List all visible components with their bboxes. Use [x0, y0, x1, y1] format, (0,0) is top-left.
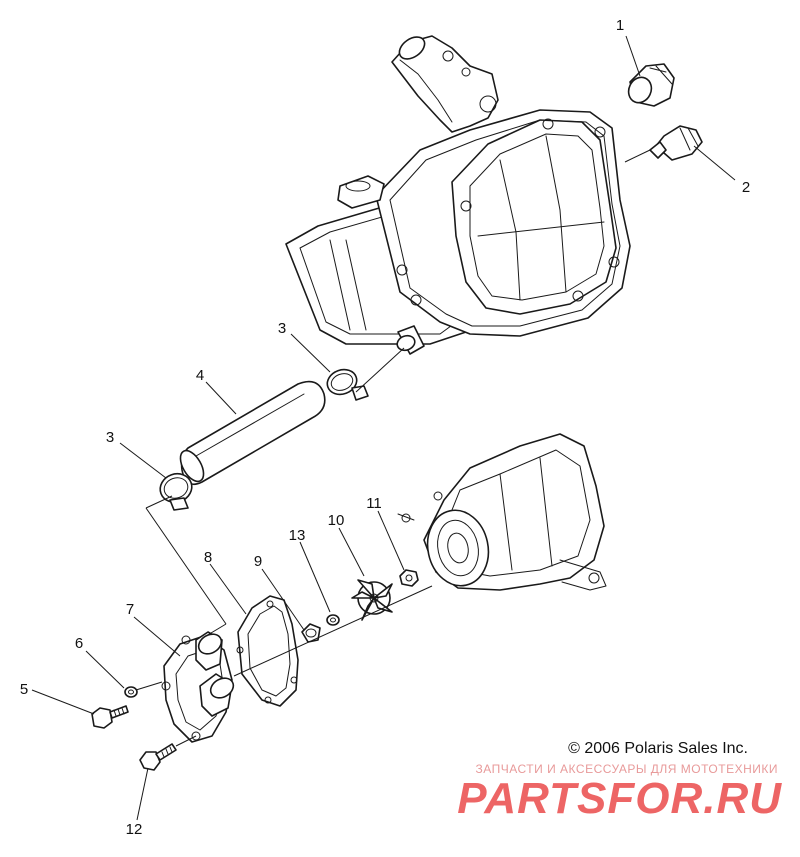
copyright-notice: © 2006 Polaris Sales Inc.	[568, 740, 748, 757]
part-11-nut	[399, 569, 419, 587]
callout-2: 2	[742, 179, 750, 196]
part-10-impeller	[351, 579, 393, 621]
callout-5: 5	[20, 681, 28, 698]
callout-3-upper: 3	[278, 320, 286, 337]
part-12-bolt	[139, 743, 177, 771]
part-5-bolt	[91, 705, 129, 729]
part-2-temp-sensor	[649, 125, 703, 161]
callout-1: 1	[616, 17, 624, 34]
watermark-logo: PARTSFOR.RU	[457, 774, 782, 823]
part-4-coolant-hose	[179, 380, 326, 486]
callout-3-lower: 3	[106, 429, 114, 446]
part-9-seal	[301, 623, 321, 643]
callout-8: 8	[204, 549, 212, 566]
callout-12: 12	[126, 821, 143, 838]
callout-13: 13	[289, 527, 306, 544]
part-8-gasket	[236, 595, 299, 707]
callout-4: 4	[196, 367, 204, 384]
leader-lines	[31, 35, 736, 821]
part-3-clamp-lower	[159, 472, 193, 511]
callout-labels: 1 2 3 4 3 5 6 7 8 9 13 10 11 12	[20, 17, 750, 838]
crankcase-section	[397, 433, 607, 591]
part-13-washer	[326, 614, 340, 626]
cylinder-head-assembly	[285, 35, 631, 355]
callout-10: 10	[328, 512, 345, 529]
callout-6: 6	[75, 635, 83, 652]
callout-9: 9	[254, 553, 262, 570]
part-3-clamp-upper	[326, 368, 369, 401]
part-7-pump-cover	[161, 631, 235, 743]
callout-11: 11	[366, 495, 382, 512]
part-1-cap	[627, 63, 675, 107]
watermark-tagline: ЗАПЧАСТИ И АКСЕССУАРЫ ДЛЯ МОТОТЕХНИКИ	[475, 762, 778, 776]
part-6-washer	[124, 686, 138, 698]
callout-7: 7	[126, 601, 134, 618]
